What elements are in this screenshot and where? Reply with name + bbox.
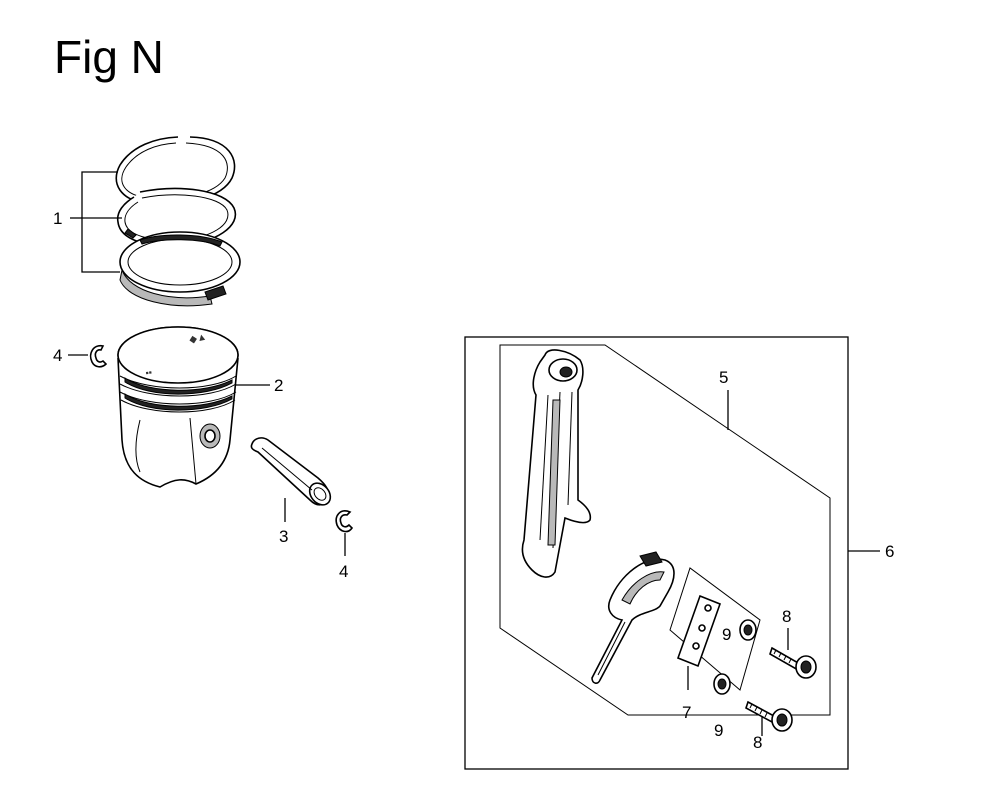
svg-text:◆▲: ◆▲ [188,332,207,346]
washer-top [739,619,757,641]
callout-1-leader [70,171,122,273]
connecting-rod-cap [591,551,675,684]
callout-4-left: 4 [53,346,62,365]
callout-3: 3 [279,527,288,546]
oil-ring [119,231,241,307]
callout-6: 6 [885,542,894,561]
piston-ring-set [115,136,241,307]
callout-8-bottom: 8 [753,733,762,752]
connecting-rod-frame [499,344,831,716]
callout-9-top: 9 [722,625,731,644]
rod-bolt-bottom [745,700,793,732]
figure-title: Fig N [54,31,164,83]
rod-bolt-top [769,646,817,679]
pin-clip-right [335,510,354,533]
callout-5: 5 [719,368,728,387]
connecting-rod-assy-frame [464,336,849,770]
washer-bottom [713,673,731,695]
piston: ◆▲ ▪▪ [117,326,239,488]
callout-1: 1 [53,209,62,228]
callout-4-right: 4 [339,562,348,581]
piston-pin [250,437,332,506]
rod-plate [669,567,761,691]
svg-text:▪▪: ▪▪ [145,367,153,378]
connecting-rod [521,349,592,578]
callout-2: 2 [274,376,283,395]
pin-clip-left [89,344,108,368]
callout-8-top: 8 [782,607,791,626]
callout-9-bottom: 9 [714,721,723,740]
callout-7: 7 [682,703,691,722]
